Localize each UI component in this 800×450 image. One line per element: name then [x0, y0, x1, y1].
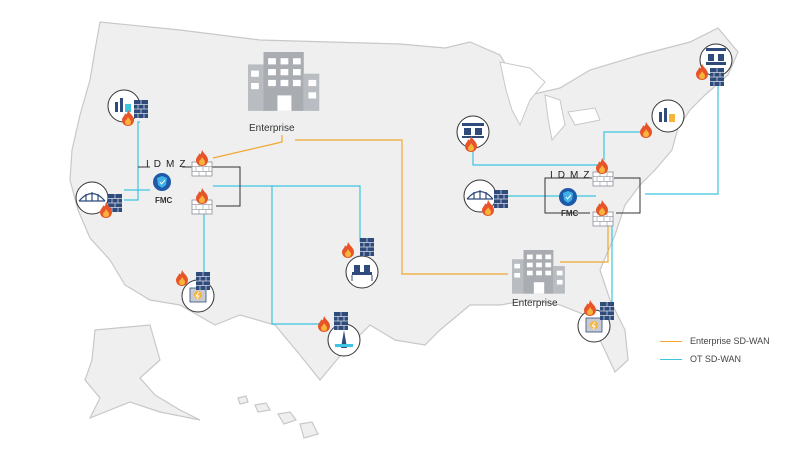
ot-link-west-oilrig [271, 186, 322, 325]
legend-ot-label: OT SD-WAN [690, 354, 741, 364]
ot-site-west-bridge [75, 181, 123, 218]
idmz-east [544, 158, 641, 227]
enterprise-label-east: Enterprise [512, 298, 558, 309]
enterprise-label-west: Enterprise [249, 123, 295, 134]
refinery-icon [115, 98, 131, 112]
connections [124, 85, 719, 325]
hawaii [237, 395, 319, 439]
fmc-shield-icon [153, 173, 171, 191]
idmz-west [138, 150, 241, 215]
conveyor-icon [706, 48, 726, 65]
legend-enterprise-label: Enterprise SD-WAN [690, 336, 770, 346]
factory-icon [462, 123, 484, 138]
fmc-label-west: FMC [155, 196, 173, 205]
power-station-icon [585, 317, 603, 333]
idmz-label-west: IDMZ [146, 159, 191, 170]
legend-enterprise: Enterprise SD-WAN [660, 336, 770, 346]
idmz-label-east: IDMZ [550, 170, 595, 181]
ot-link-west-bridge [124, 189, 150, 201]
bridge-icon [78, 192, 106, 202]
legend-enterprise-swatch [660, 340, 682, 342]
enterprise-link-east [560, 225, 609, 263]
enterprise-link-cross [295, 139, 508, 275]
oil-rig-icon [335, 330, 353, 348]
conveyor-icon [351, 265, 373, 281]
ot-link-west-conveyor [213, 185, 361, 242]
legend-ot: OT SD-WAN [660, 354, 741, 364]
refinery-icon [659, 108, 675, 122]
alaska [84, 324, 201, 421]
ot-site-east-power [577, 300, 615, 343]
bridge-icon [466, 190, 494, 200]
ot-site-east-bridge [463, 179, 509, 216]
fmc-shield-icon [559, 188, 577, 206]
fmc-label-east: FMC [561, 209, 579, 218]
ot-site-west-oilrig [318, 311, 361, 357]
ot-link-east-conveyor [645, 85, 719, 195]
ot-site-west-power [176, 270, 215, 313]
ot-site-west-refinery [107, 89, 149, 126]
ot-link-west-refinery [124, 121, 140, 191]
ot-site-east-refinery [640, 99, 685, 138]
great-lakes [499, 61, 601, 142]
ot-site-east-factory [456, 115, 490, 152]
ot-site-east-conveyor [696, 43, 733, 87]
us-map [69, 21, 739, 439]
firewall-icon [592, 171, 614, 187]
power-station-icon [189, 287, 207, 303]
legend-ot-swatch [660, 358, 682, 360]
ot-link-east-refinery [603, 131, 645, 160]
ot-link-east-factory [472, 150, 600, 166]
ot-site-west-conveyor [342, 237, 379, 289]
enterprise-link-west [212, 135, 283, 159]
